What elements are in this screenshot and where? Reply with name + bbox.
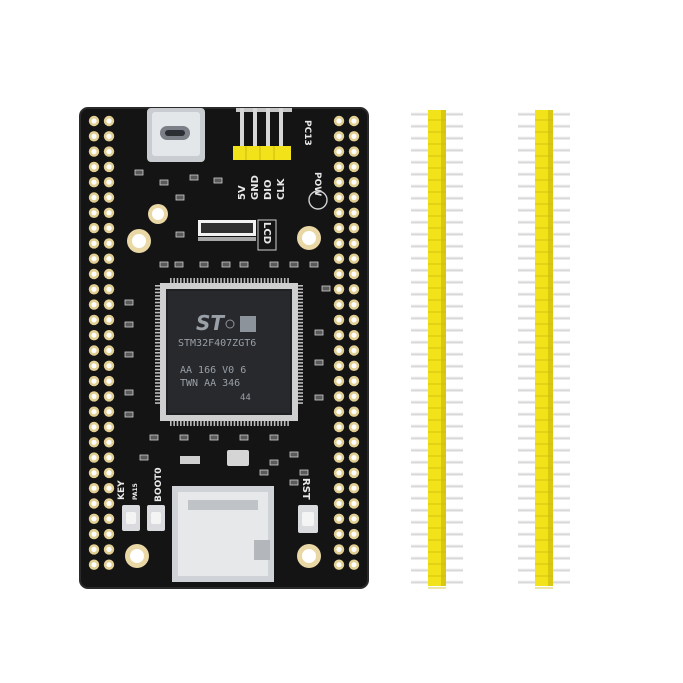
smd-part [124, 389, 134, 396]
smd-part [299, 469, 309, 476]
swd-header [233, 108, 292, 160]
smd-part [213, 177, 223, 184]
pin-header-strip [518, 110, 570, 589]
smd-part [124, 351, 134, 358]
smd-part [239, 261, 249, 268]
smd-part [175, 194, 185, 201]
rst-label: RST [300, 478, 311, 500]
boot0-label: BOOT0 [154, 467, 164, 502]
smd-part [199, 261, 209, 268]
reset-button [298, 505, 318, 533]
smd-part [189, 174, 199, 181]
gpio-holes [88, 115, 360, 570]
key-label: KEY [117, 480, 127, 500]
smd-components [124, 169, 331, 486]
smd-part [269, 434, 279, 441]
smd-part [259, 469, 269, 476]
smd-part [269, 459, 279, 466]
microsd-slot [172, 486, 274, 582]
smd-part [309, 261, 319, 268]
smd-part [174, 261, 184, 268]
lcd-connector [198, 220, 256, 241]
pin-header-strip [411, 110, 463, 589]
smd-part [289, 451, 299, 458]
smd-part [139, 454, 149, 461]
smd-part [314, 329, 324, 336]
mcu-chip [160, 283, 298, 421]
pow-label: POW [312, 172, 322, 196]
smd-part [269, 261, 279, 268]
swd-label-dio: DIO [263, 179, 274, 200]
key-pin-label: PA15 [132, 483, 139, 500]
mounting-holes [125, 204, 321, 568]
smd-part [149, 434, 159, 441]
mcu-lot-line-2: TWN AA 346 [180, 378, 240, 389]
smd-part [159, 179, 169, 186]
swd-label-5v: 5V [237, 185, 248, 200]
crystal [227, 450, 249, 466]
mcu-pins [155, 278, 303, 426]
smd-part [124, 299, 134, 306]
mcu-markings: ST STM32F407ZGT6 AA 166 V0 6 TWN AA 346 … [178, 311, 256, 403]
mcu-part-number: STM32F407ZGT6 [178, 338, 256, 349]
smd-part [134, 169, 144, 176]
smd-part [124, 411, 134, 418]
smd-part [175, 231, 185, 238]
key-button [122, 505, 140, 531]
swd-label-gnd: GND [250, 175, 261, 200]
smd-part [124, 321, 134, 328]
smd-part [314, 359, 324, 366]
swd-label-clk: CLK [276, 177, 287, 200]
smd-part [221, 261, 231, 268]
boot0-button [147, 505, 165, 531]
smd-part [289, 479, 299, 486]
smd-part [209, 434, 219, 441]
st-logo: ST [196, 311, 225, 335]
smd-part [179, 434, 189, 441]
smd-part [159, 261, 169, 268]
pc13-label: PC13 [302, 120, 312, 146]
smd-part [239, 434, 249, 441]
pin-header-strips [411, 110, 570, 589]
swd-labels: 5V GND DIO CLK [237, 175, 287, 200]
smd-part [289, 261, 299, 268]
mcu-lot-line-1: AA 166 V0 6 [180, 365, 246, 376]
smd-part [314, 394, 324, 401]
usb-c-connector [147, 108, 205, 162]
mcu-lot-line-3: 44 [240, 393, 251, 403]
smd-part [321, 285, 331, 292]
lcd-label: LCD [261, 222, 272, 244]
